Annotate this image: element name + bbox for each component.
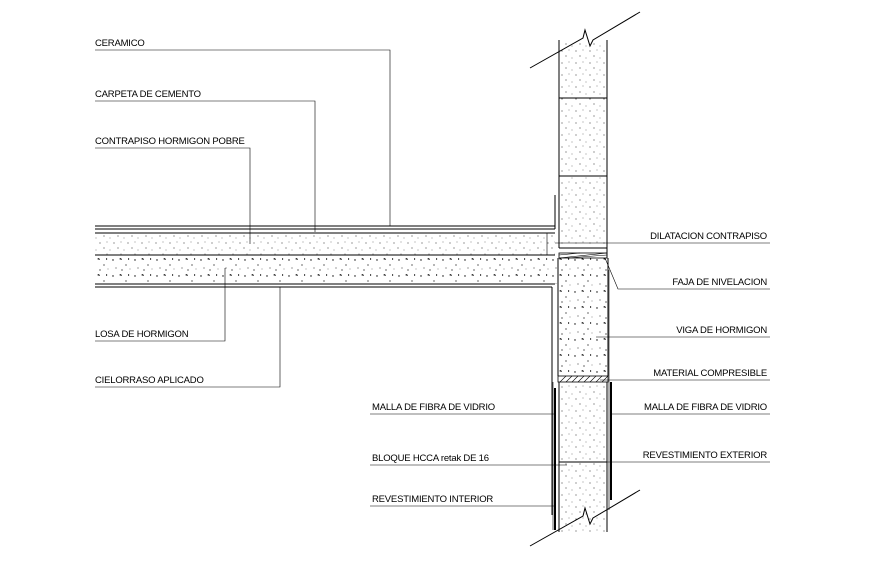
upper-wall-block xyxy=(559,40,607,248)
losa-layer xyxy=(95,256,560,284)
label-ceramico: CERAMICO xyxy=(95,38,145,49)
left-leaders xyxy=(95,49,567,507)
right-leaders xyxy=(555,242,770,463)
label-losa: LOSA DE HORMIGON xyxy=(95,329,189,340)
viga-hormigon xyxy=(558,258,608,376)
label-carpeta: CARPETA DE CEMENTO xyxy=(95,89,201,100)
label-revestimiento-interior: REVESTIMIENTO INTERIOR xyxy=(372,494,493,505)
lower-wall-block xyxy=(559,382,607,532)
floor-assembly xyxy=(95,195,560,515)
label-dilatacion: DILATACION CONTRAPISO xyxy=(650,231,767,242)
label-viga: VIGA DE HORMIGON xyxy=(676,325,767,336)
label-revestimiento-exterior: REVESTIMIENTO EXTERIOR xyxy=(643,450,768,461)
label-faja: FAJA DE NIVELACION xyxy=(672,277,767,288)
label-bloque: BLOQUE HCCA retak DE 16 xyxy=(372,453,489,464)
label-malla-exterior: MALLA DE FIBRA DE VIDRIO xyxy=(644,402,767,413)
contrapiso-layer xyxy=(95,233,555,255)
label-contrapiso: CONTRAPISO HORMIGON POBRE xyxy=(95,136,245,147)
wall-assembly xyxy=(529,11,641,547)
label-malla-interior: MALLA DE FIBRA DE VIDRIO xyxy=(372,402,495,413)
label-material-compresible: MATERIAL COMPRESIBLE xyxy=(653,368,767,379)
label-cielorraso: CIELORRASO APLICADO xyxy=(95,375,204,386)
